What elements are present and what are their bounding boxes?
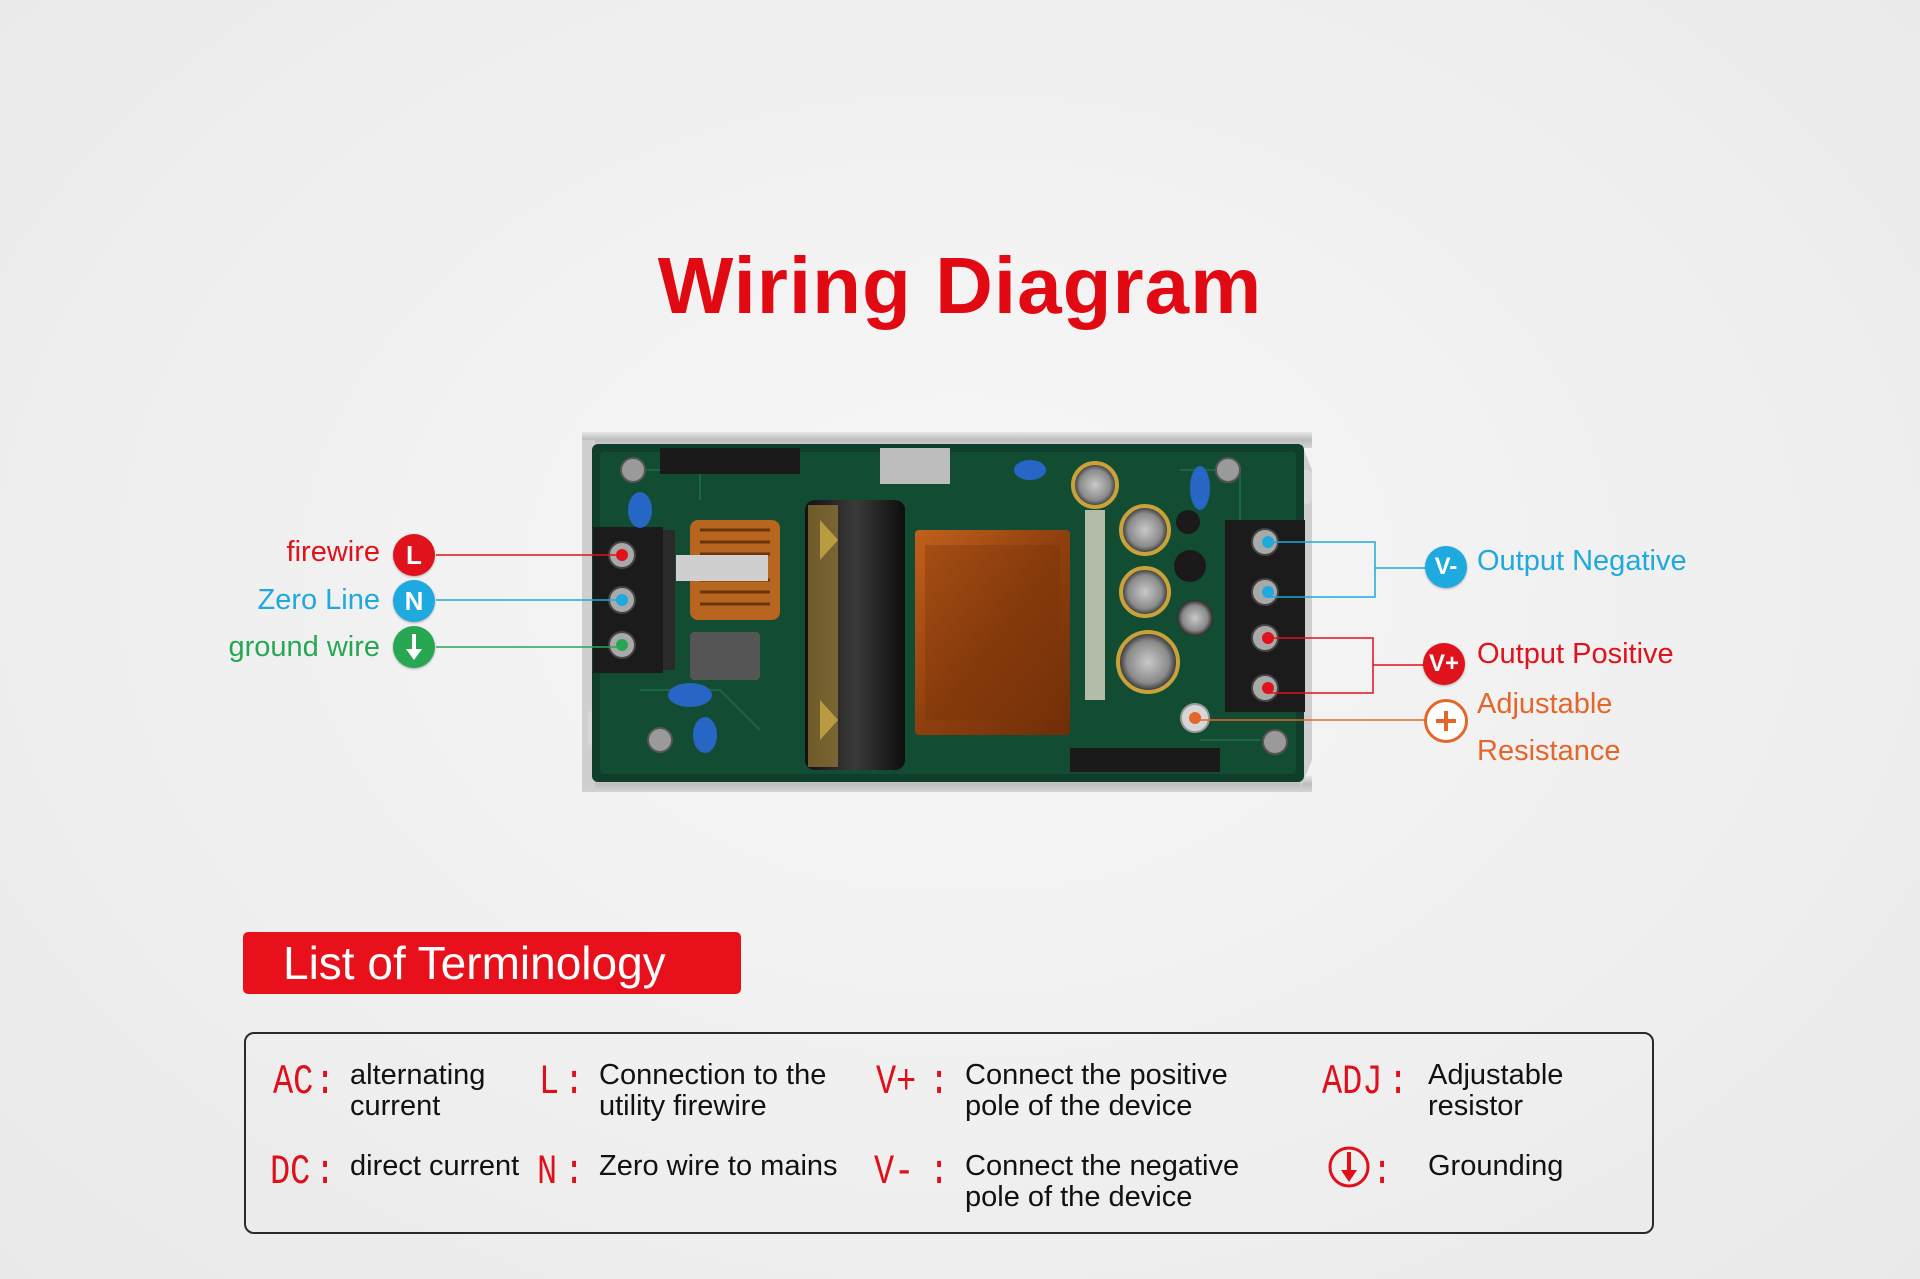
label-firewire: firewire: [286, 536, 380, 568]
ground-icon: [393, 626, 435, 668]
label-ground-wire: ground wire: [228, 631, 380, 663]
term-abbr-adj: ADJ: [1322, 1058, 1383, 1106]
term-abbr-dc: DC: [270, 1148, 311, 1196]
label-adjustable: Adjustable: [1477, 688, 1613, 720]
term-def-v-minus-2: pole of the device: [965, 1181, 1193, 1213]
grounding-icon: [1328, 1146, 1370, 1188]
pcb-screws: [620, 457, 1288, 755]
term-def-v-plus-2: pole of the device: [965, 1090, 1193, 1122]
adjust-icon: [1424, 699, 1468, 743]
term-sep: :: [564, 1148, 585, 1196]
term-def-l-2: utility firewire: [599, 1090, 767, 1122]
terminology-box: AC : alternating current L : Connection …: [244, 1032, 1654, 1234]
terminology-header: List of Terminology: [243, 932, 741, 994]
term-sep: :: [929, 1058, 950, 1106]
term-def-v-minus-1: Connect the negative: [965, 1150, 1240, 1182]
transformer: [915, 530, 1070, 735]
term-sep: :: [1372, 1148, 1393, 1196]
ground-arrow-icon: [406, 634, 422, 660]
term-def-grounding-1: Grounding: [1428, 1150, 1564, 1182]
badge-v-minus: V-: [1425, 546, 1467, 588]
term-def-n-1: Zero wire to mains: [599, 1150, 838, 1182]
label-resistance: Resistance: [1477, 735, 1621, 767]
term-sep: :: [315, 1148, 336, 1196]
badge-v-plus: V+: [1423, 643, 1465, 685]
label-output-negative: Output Negative: [1477, 545, 1687, 577]
label-zero-line: Zero Line: [257, 584, 380, 616]
term-def-adj-1: Adjustable: [1428, 1059, 1564, 1091]
output-terminal-block: [1225, 520, 1305, 712]
term-def-l-1: Connection to the: [599, 1059, 827, 1091]
small-capacitors: [628, 460, 1210, 753]
label-output-positive: Output Positive: [1477, 638, 1674, 670]
term-abbr-v-plus: V+: [876, 1058, 917, 1106]
term-sep: :: [929, 1148, 950, 1196]
term-def-v-plus-1: Connect the positive: [965, 1059, 1228, 1091]
term-sep: :: [315, 1058, 336, 1106]
input-choke: [676, 520, 780, 680]
badge-n: N: [393, 580, 435, 622]
term-abbr-ac: AC: [273, 1058, 314, 1106]
term-def-dc-1: direct current: [350, 1150, 520, 1182]
page-title: Wiring Diagram: [657, 241, 1263, 330]
term-def-adj-2: resistor: [1428, 1090, 1524, 1122]
term-def-ac-1: alternating: [350, 1059, 486, 1091]
bulk-capacitor: [805, 500, 905, 770]
term-sep: :: [1388, 1058, 1409, 1106]
term-def-ac-2: current: [350, 1090, 441, 1122]
term-abbr-l: L: [539, 1058, 560, 1106]
output-capacitors: [1071, 461, 1213, 694]
term-abbr-v-minus: V-: [874, 1148, 915, 1196]
term-sep: :: [564, 1058, 585, 1106]
term-abbr-n: N: [537, 1148, 558, 1196]
plus-adjust-icon: [1436, 711, 1456, 731]
output-leader-lines: [1195, 541, 1428, 721]
input-leader-lines: [436, 554, 622, 648]
badge-l: L: [393, 534, 435, 576]
